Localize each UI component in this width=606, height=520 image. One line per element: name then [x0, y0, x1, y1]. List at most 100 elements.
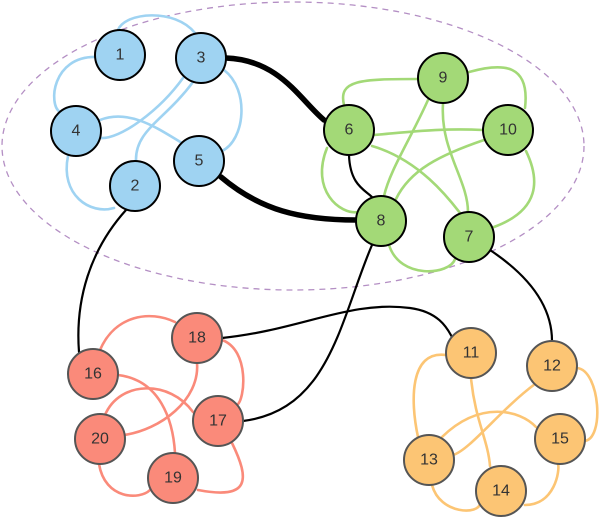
edge-3-2 [134, 80, 195, 163]
node-7[interactable]: 7 [443, 211, 495, 263]
node-circle[interactable] [94, 29, 146, 81]
node-label: 4 [72, 123, 81, 140]
node-label: 5 [195, 153, 204, 170]
node-11[interactable]: 11 [445, 327, 497, 379]
node-label: 20 [91, 431, 109, 448]
edge-4-2 [65, 154, 116, 211]
node-label: 13 [420, 452, 438, 469]
node-19[interactable]: 19 [147, 452, 199, 504]
node-circle[interactable] [403, 434, 455, 486]
node-4[interactable]: 4 [50, 105, 102, 157]
edge-16-18 [98, 314, 177, 352]
node-13[interactable]: 13 [403, 434, 455, 486]
node-8[interactable]: 8 [355, 195, 407, 247]
edge-10-8 [394, 138, 486, 201]
bridge-edge-6-8 [347, 153, 374, 199]
edge-1-3 [116, 14, 197, 35]
node-circle[interactable] [475, 465, 527, 517]
edge-9-7 [441, 102, 470, 214]
bridge-edge-3-6 [223, 55, 327, 123]
node-label: 19 [164, 470, 182, 487]
node-circle[interactable] [323, 104, 375, 156]
edge-13-15 [440, 410, 538, 439]
node-circle[interactable] [526, 340, 578, 392]
edge-4-5 [98, 115, 184, 145]
edge-11-13 [412, 353, 448, 439]
node-circle[interactable] [175, 32, 227, 84]
edge-3-5 [220, 68, 243, 153]
node-label: 14 [492, 483, 510, 500]
bridge-edge-2-16 [77, 208, 128, 354]
node-label: 8 [377, 213, 386, 230]
node-label: 1 [116, 47, 125, 64]
node-label: 9 [439, 70, 448, 87]
node-circle[interactable] [355, 195, 407, 247]
edge-1-4 [52, 55, 98, 114]
node-circle[interactable] [417, 52, 469, 104]
node-10[interactable]: 10 [482, 104, 534, 156]
edge-10-7 [492, 149, 536, 229]
edge-18-17 [220, 338, 245, 407]
node-label: 15 [551, 431, 569, 448]
node-label: 12 [543, 358, 561, 375]
node-circle[interactable] [147, 452, 199, 504]
node-3[interactable]: 3 [175, 32, 227, 84]
edge-20-17 [103, 387, 195, 417]
edge-12-13 [451, 382, 537, 457]
edge-16-19 [116, 373, 177, 455]
node-label: 2 [131, 178, 140, 195]
node-circle[interactable] [482, 104, 534, 156]
edge-14-15 [523, 462, 560, 507]
edge-8-7 [387, 243, 457, 273]
node-circle[interactable] [74, 413, 126, 465]
edge-9-10 [467, 65, 527, 110]
intra-community-edges [52, 14, 599, 512]
node-label: 7 [465, 229, 474, 246]
bridge-edge-5-8 [218, 174, 359, 223]
node-1[interactable]: 1 [94, 29, 146, 81]
edge-9-8 [382, 98, 430, 198]
node-circle[interactable] [445, 327, 497, 379]
node-label: 18 [188, 330, 206, 347]
community-highlight-ellipse [1, 1, 585, 291]
node-label: 3 [197, 50, 206, 67]
edge-6-9 [341, 77, 420, 107]
bridge-edge-18-11 [220, 305, 454, 340]
node-circle[interactable] [443, 211, 495, 263]
bridge-edge-7-12 [488, 248, 554, 343]
inter-community-edges [77, 55, 554, 423]
bridge-edge-8-17 [241, 243, 374, 423]
node-16[interactable]: 16 [67, 348, 119, 400]
node-2[interactable]: 2 [109, 160, 161, 212]
node-12[interactable]: 12 [526, 340, 578, 392]
node-14[interactable]: 14 [475, 465, 527, 517]
node-circle[interactable] [173, 135, 225, 187]
node-circle[interactable] [192, 395, 244, 447]
edge-18-20 [122, 361, 199, 437]
node-circle[interactable] [171, 312, 223, 364]
edge-6-8 [320, 146, 360, 214]
edge-12-15 [575, 366, 599, 443]
node-label: 17 [209, 413, 227, 430]
node-17[interactable]: 17 [192, 395, 244, 447]
node-20[interactable]: 20 [74, 413, 126, 465]
edge-6-7 [370, 144, 462, 215]
node-label: 10 [499, 122, 517, 139]
node-label: 11 [463, 345, 480, 362]
node-circle[interactable] [534, 413, 586, 465]
node-6[interactable]: 6 [323, 104, 375, 156]
node-9[interactable]: 9 [417, 52, 469, 104]
node-5[interactable]: 5 [173, 135, 225, 187]
node-circle[interactable] [67, 348, 119, 400]
node-18[interactable]: 18 [171, 312, 223, 364]
edge-11-14 [469, 376, 492, 468]
node-15[interactable]: 15 [534, 413, 586, 465]
edge-17-19 [196, 441, 245, 494]
node-label: 6 [345, 122, 354, 139]
node-circle[interactable] [50, 105, 102, 157]
node-label: 16 [84, 366, 102, 383]
node-circle[interactable] [109, 160, 161, 212]
edge-13-14 [430, 483, 482, 512]
